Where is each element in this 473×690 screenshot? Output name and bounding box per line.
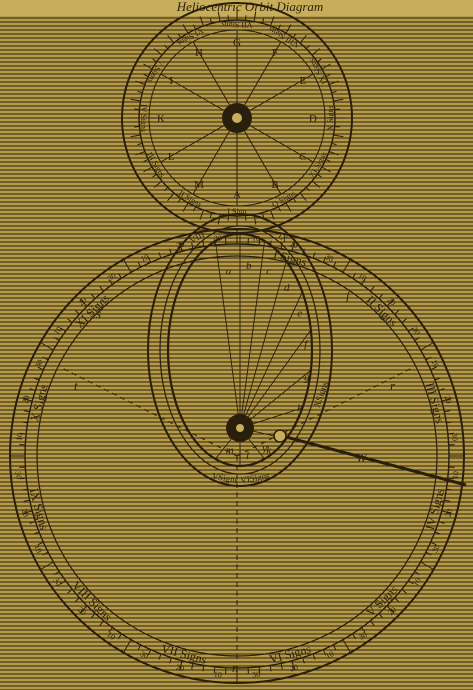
dial-point-label: A xyxy=(233,189,241,201)
letter-t: t xyxy=(74,378,78,393)
sign-label: IV Signs xyxy=(139,104,148,132)
dial-point-label: I xyxy=(169,75,173,87)
orbit-point-label: c xyxy=(266,266,271,278)
dial-point-label: H xyxy=(195,47,203,59)
dial-point-label: G xyxy=(233,37,241,49)
caption-fragment: Heliocentric Orbit Diagram xyxy=(176,0,324,14)
letter-y: y xyxy=(261,441,268,455)
orbit-point-label: a xyxy=(226,266,232,278)
degree-number: 10 xyxy=(213,670,222,680)
sign-label: VII Signs xyxy=(222,20,253,29)
dial-point-label: M xyxy=(194,179,204,191)
letter-w: W xyxy=(356,450,368,465)
dial-point-label: B xyxy=(271,179,278,191)
dial-point-label: C xyxy=(299,151,306,163)
dial-point-label: K xyxy=(157,113,165,125)
letter-s: s xyxy=(96,306,101,321)
orbit-point-label: h xyxy=(297,403,303,415)
dial-point-label: F xyxy=(272,47,278,59)
sign-label: X Signs xyxy=(326,105,335,131)
degree-number: 30 xyxy=(14,471,24,480)
orbit-point-label: g xyxy=(304,372,310,384)
orbit-point-label: b xyxy=(246,260,252,272)
degree-number: 30 xyxy=(252,670,261,680)
letter-n: n xyxy=(232,660,239,675)
dial-point-label: L xyxy=(168,151,175,163)
orbit-point-label: d xyxy=(284,282,290,294)
sun-icon xyxy=(226,414,254,442)
orbit-point-label: m xyxy=(226,444,234,456)
degree-number: 30 xyxy=(450,433,460,442)
degree-number: 10 xyxy=(14,433,24,442)
sun-icon xyxy=(222,103,252,133)
orbit-point-label: l xyxy=(246,450,249,462)
degree-number: 10 xyxy=(451,471,461,480)
dial-point-label: E xyxy=(299,75,306,87)
dial-point-label: D xyxy=(309,113,317,125)
orbit-point-label: e xyxy=(297,307,302,319)
